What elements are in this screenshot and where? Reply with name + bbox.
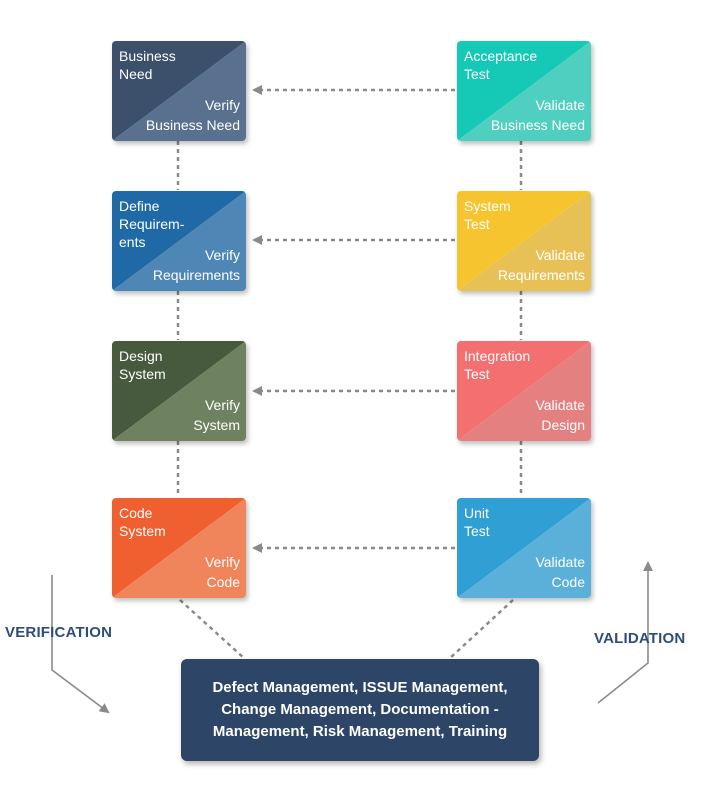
verification-arrow bbox=[51, 575, 110, 714]
box-title: Acceptance Test bbox=[464, 48, 538, 82]
box-subtitle: Validate Design bbox=[535, 397, 585, 433]
system-test-box: System Test Validate Requirements bbox=[457, 191, 591, 291]
integration-test-box: Integration Test Validate Design bbox=[457, 341, 591, 441]
box-subtitle: Verify Code bbox=[204, 554, 240, 590]
box-subtitle: Validate Requirements bbox=[497, 247, 585, 283]
box-title: Integration Test bbox=[464, 348, 531, 382]
validation-label: VALIDATION bbox=[594, 630, 686, 647]
right-summary-link bbox=[448, 599, 514, 660]
box-subtitle: Verify Requirements bbox=[152, 247, 240, 283]
business-need-box: Business Need Verify Business Need bbox=[112, 41, 246, 141]
box-title: Code System bbox=[119, 505, 166, 539]
unit-test-box: Unit Test Validate Code bbox=[457, 498, 591, 598]
management-summary-box: Defect Management, ISSUE Management, Cha… bbox=[181, 659, 539, 761]
code-system-box: Code System Verify Code bbox=[112, 498, 246, 598]
box-subtitle: Validate Code bbox=[535, 554, 585, 590]
box-subtitle: Verify Business Need bbox=[145, 97, 240, 133]
validation-arrow bbox=[597, 561, 653, 704]
box-title: Unit Test bbox=[464, 505, 490, 539]
box-subtitle: Validate Business Need bbox=[490, 97, 585, 133]
acceptance-test-box: Acceptance Test Validate Business Need bbox=[457, 41, 591, 141]
box-title: Business Need bbox=[119, 48, 176, 82]
left-summary-link bbox=[179, 599, 246, 660]
box-title: Define Requirem- ents bbox=[119, 198, 185, 250]
verification-label: VERIFICATION bbox=[5, 624, 113, 641]
box-subtitle: Verify System bbox=[193, 397, 240, 433]
box-title: System Test bbox=[464, 198, 511, 232]
design-system-box: Design System Verify System bbox=[112, 341, 246, 441]
box-title: Design System bbox=[119, 348, 166, 382]
define-requirements-box: Define Requirem- ents Verify Requirement… bbox=[112, 191, 246, 291]
